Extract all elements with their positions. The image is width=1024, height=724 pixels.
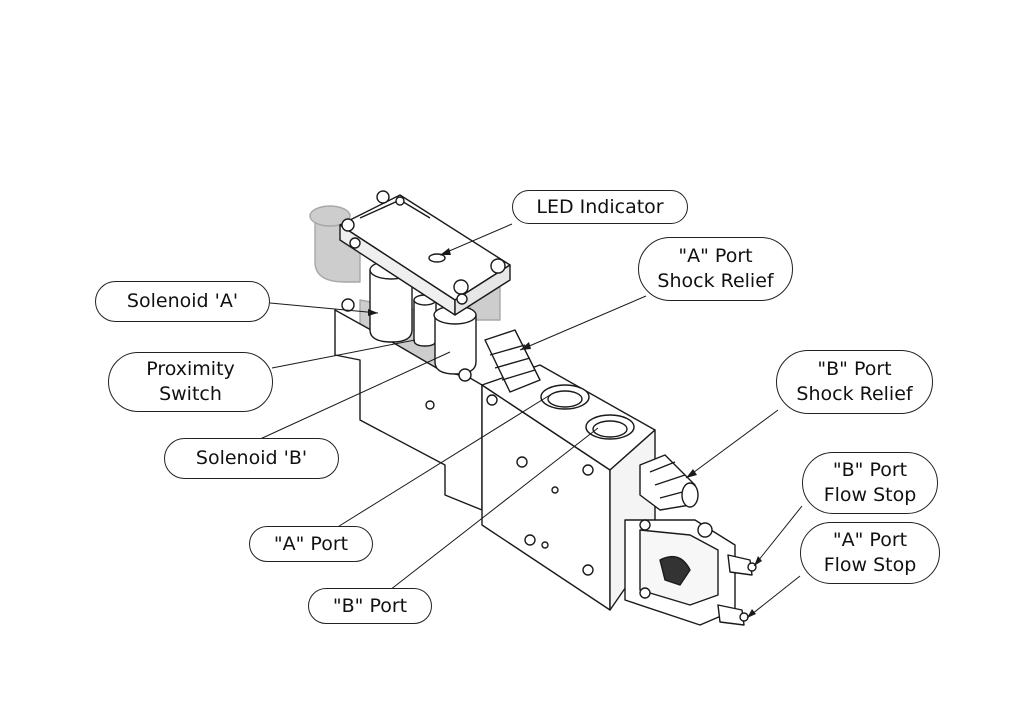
leader-lines [257, 223, 803, 619]
callout-a-port-flow-stop-line1: "A" Port [832, 529, 908, 551]
a-port-flow-stop-fitting [717, 604, 749, 626]
leader-solenoid-a [269, 302, 379, 314]
leader-b-port [389, 427, 599, 591]
callout-b-port-shock-relief-line1: "B" Port [817, 358, 892, 380]
callout-a-port-line1: "A" Port [273, 532, 349, 555]
callout-led-indicator-line1: LED Indicator [536, 195, 664, 218]
leader-a-port-shock-relief [519, 295, 647, 351]
callout-b-port-flow-stop-line1: "B" Port [832, 459, 908, 481]
callout-a-port-flow-stop-line2: Flow Stop [823, 554, 917, 576]
leader-b-port-flow-stop [753, 505, 803, 567]
valve-body [481, 364, 656, 611]
leader-solenoid-b [257, 351, 451, 441]
b-port-shock-relief-cartridge [639, 454, 699, 511]
callout-b-port-flow-stop: "B" Port Flow Stop [802, 452, 938, 514]
leader-led-indicator [439, 223, 513, 256]
leader-a-port-flow-stop [746, 575, 801, 619]
callout-a-port-shock-relief: "A" Port Shock Relief [638, 237, 793, 301]
proximity-switch-body [413, 294, 437, 347]
callout-proximity-switch-line2: Switch [159, 383, 222, 405]
b-port-flow-stop-fitting [727, 554, 757, 576]
callout-solenoid-a: Solenoid 'A' [95, 281, 270, 322]
a-port-shock-relief-cartridge [484, 329, 541, 393]
leader-a-port [335, 394, 551, 529]
callout-a-port-flow-stop: "A" Port Flow Stop [800, 522, 940, 584]
leader-b-port-shock-relief [685, 409, 779, 479]
callout-solenoid-b-line1: Solenoid 'B' [195, 447, 308, 469]
callout-proximity-switch: Proximity Switch [108, 352, 273, 412]
callout-b-port-shock-relief: "B" Port Shock Relief [776, 350, 933, 414]
callout-a-port: "A" Port [249, 526, 373, 562]
callout-solenoid-b: Solenoid 'B' [164, 438, 339, 479]
solenoid-b-coil [433, 305, 477, 375]
callout-a-port-shock-relief-line1: "A" Port [678, 245, 753, 267]
callout-proximity-switch-line1: Proximity [146, 358, 235, 380]
callout-led-indicator: LED Indicator [512, 190, 688, 224]
electrical-cover [339, 190, 511, 316]
leader-proximity-switch [271, 339, 416, 369]
callout-a-port-shock-relief-line2: Shock Relief [657, 270, 774, 292]
callout-b-port-line1: "B" Port [332, 594, 408, 617]
callout-b-port: "B" Port [308, 588, 432, 624]
callout-solenoid-a-line1: Solenoid 'A' [126, 290, 239, 312]
led-indicator-lens [428, 253, 446, 263]
callout-b-port-flow-stop-line2: Flow Stop [823, 484, 917, 506]
leader-arrowheads [368, 248, 762, 618]
flow-stop-block [624, 519, 736, 626]
callout-b-port-shock-relief-line2: Shock Relief [796, 383, 913, 405]
